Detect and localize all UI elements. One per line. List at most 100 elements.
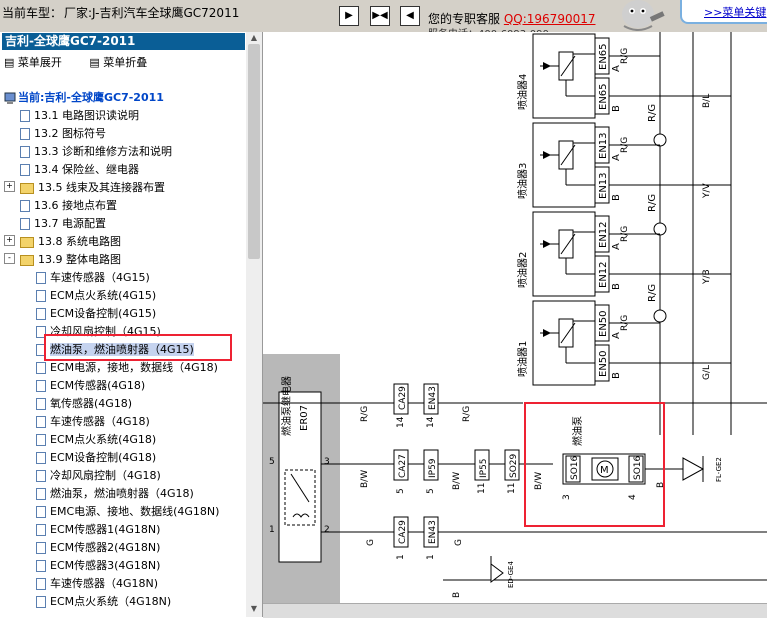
subtree-item[interactable]: 氧传感器(4G18) — [36, 395, 132, 411]
document-icon — [36, 272, 46, 284]
document-icon — [36, 560, 46, 572]
sidebar-item-label: 13.9 整体电路图 — [38, 253, 121, 266]
sidebar-item[interactable]: - 13.9 整体电路图 — [4, 251, 121, 267]
collapse-icon[interactable]: - — [4, 253, 15, 264]
subtree-item[interactable]: ECM设备控制(4G18) — [36, 449, 156, 465]
scroll-down-icon[interactable]: ▼ — [250, 604, 258, 613]
service-info: 您的专职客服 QQ:196790017 — [428, 10, 596, 27]
conn-label: CA29 — [398, 386, 408, 410]
sidebar-item[interactable]: 13.1 电路图识读说明 — [20, 107, 139, 123]
subtree-item[interactable]: 车速传感器（4G18N) — [36, 575, 158, 591]
wire-label: R/G — [620, 315, 630, 331]
nav-prev-button[interactable]: ◀ — [400, 6, 420, 26]
menu-key-box: >>菜单关键 — [680, 0, 767, 24]
collapse-menu-button[interactable]: ▤ 菜单折叠 — [89, 56, 148, 69]
document-icon — [20, 128, 30, 140]
injector-connector-code: EN12 — [598, 221, 609, 248]
subtree-item[interactable]: 燃油泵，燃油喷射器（4G15) — [36, 341, 194, 357]
subtree-item[interactable]: ECM点火系统(4G15) — [36, 287, 156, 303]
subtree-item-label: ECM设备控制(4G18) — [50, 451, 157, 464]
injector-group: 喷油器4EN65EN65ABR/G喷油器3EN13EN13ABR/G喷油器2EN… — [516, 33, 731, 386]
subtree-item[interactable]: 车速传感器（4G18) — [36, 413, 150, 429]
wire-label: R/G — [647, 284, 658, 302]
vehicle-model: 厂家:J-吉利汽车全球鹰GC72011 — [64, 6, 240, 20]
subtree-item-label: ECM设备控制(4G15) — [50, 307, 157, 320]
document-icon — [36, 398, 46, 410]
subtree-item[interactable]: 冷却风扇控制（4G18) — [36, 467, 161, 483]
injector-pin-b: B — [611, 194, 622, 201]
subtree-item[interactable]: ECM传感器3(4G18N) — [36, 557, 160, 573]
injector-name: 喷油器2 — [516, 252, 529, 288]
expand-icon[interactable]: + — [4, 235, 15, 246]
subtree-item[interactable]: ECM传感器2(4G18N) — [36, 539, 160, 555]
sidebar-item[interactable]: +13.5 线束及其连接器布置 — [4, 179, 165, 195]
injector-pin-b: B — [611, 283, 622, 290]
subtree-item-label: ECM点火系统（4G18N) — [50, 595, 172, 608]
current-vehicle[interactable]: 当前:吉利-全球鹰GC7-2011 — [4, 89, 164, 105]
sidebar-item-label: 13.2 图标符号 — [34, 127, 106, 140]
document-icon — [36, 452, 46, 464]
pin-label: 14 — [396, 416, 406, 428]
wire-label: G/L — [702, 365, 712, 380]
subtree-item[interactable]: ECM传感器(4G18) — [36, 377, 145, 393]
subtree-item[interactable]: ECM传感器1(4G18N) — [36, 521, 160, 537]
pin-label: 11 — [507, 483, 517, 494]
nav-fit-button[interactable]: ▶◀ — [370, 6, 390, 26]
relay-code: ER07 — [299, 405, 310, 431]
subtree-item[interactable]: ECM点火系统（4G18N) — [36, 593, 171, 609]
document-icon — [36, 380, 46, 392]
wire-label: R/G — [647, 104, 658, 122]
injector-connector-code: EN13 — [598, 132, 609, 159]
subtree-item-label: ECM点火系统(4G18) — [50, 433, 157, 446]
pin-label: 5 — [396, 488, 406, 494]
horizontal-scrollbar[interactable] — [263, 603, 767, 618]
subtree-item[interactable]: 车速传感器（4G15) — [36, 269, 150, 285]
wire-label: R/G — [620, 226, 630, 242]
menu-controls: ▤ 菜单展开 ▤ 菜单折叠 — [4, 54, 171, 70]
subtree-item[interactable]: EMC电源、接地、数据线(4G18N) — [36, 503, 219, 519]
sidebar-item-label: 13.8 系统电路图 — [38, 235, 121, 248]
subtree-item-label: 燃油泵，燃油喷射器（4G18) — [50, 487, 194, 500]
subtree-item[interactable]: ECM点火系统(4G18) — [36, 431, 156, 447]
ground-label: FL-GE2 — [715, 457, 723, 482]
document-icon — [20, 146, 30, 158]
subtree-item-label: 车速传感器（4G18) — [50, 415, 150, 428]
subtree-item[interactable]: ECM设备控制(4G15) — [36, 305, 156, 321]
pump-name: 燃油泵 — [571, 416, 584, 446]
sidebar-item[interactable]: 13.6 接地点布置 — [20, 197, 117, 213]
pin-label: 4 — [628, 494, 638, 500]
expand-icon[interactable]: + — [4, 181, 15, 192]
expand-menu-button[interactable]: ▤ 菜单展开 — [4, 56, 62, 69]
sidebar-item[interactable]: 13.2 图标符号 — [20, 125, 106, 141]
subtree-item[interactable]: ECM电源，接地，数据线（4G18) — [36, 359, 218, 375]
document-icon — [36, 470, 46, 482]
pin-label: 5 — [426, 488, 436, 494]
highlight-box — [44, 334, 232, 361]
wire-label: R/G — [620, 48, 630, 64]
service-text: 您的专职客服 — [428, 12, 501, 26]
collapse-menu-label: 菜单折叠 — [103, 56, 148, 69]
subtree-item-label: 车速传感器（4G18N) — [50, 577, 159, 590]
sidebar-item[interactable]: +13.8 系统电路图 — [4, 233, 121, 249]
service-qq-link[interactable]: QQ:196790017 — [503, 12, 596, 26]
subtree-item[interactable]: 燃油泵，燃油喷射器（4G18) — [36, 485, 194, 501]
sidebar-item[interactable]: 13.7 电源配置 — [20, 215, 106, 231]
sidebar-item[interactable]: 13.4 保险丝、继电器 — [20, 161, 139, 177]
scroll-up-icon[interactable]: ▲ — [250, 33, 258, 42]
wire-label: B — [452, 592, 462, 598]
subtree-item-label: 车速传感器（4G15) — [50, 271, 150, 284]
menu-key-link[interactable]: >>菜单关键 — [704, 6, 767, 19]
injector-connector-code: EN50 — [598, 350, 609, 377]
scrollbar-thumb[interactable] — [248, 44, 260, 259]
current-vehicle-label: 当前:吉利-全球鹰GC7-2011 — [18, 91, 164, 104]
nav-next-button[interactable]: ▶ — [339, 6, 359, 26]
pin-label: 1 — [426, 554, 436, 560]
folder-icon — [20, 236, 34, 248]
document-icon — [36, 506, 46, 518]
document-icon — [36, 434, 46, 446]
sidebar: 吉利-全球鹰GC7-2011 ▤ 菜单展开 ▤ 菜单折叠 当前:吉利-全球鹰GC… — [0, 32, 263, 617]
injector-name: 喷油器3 — [516, 163, 529, 199]
sidebar-item[interactable]: 13.3 诊断和维修方法和说明 — [20, 143, 172, 159]
conn-label: SO16 — [570, 455, 580, 480]
